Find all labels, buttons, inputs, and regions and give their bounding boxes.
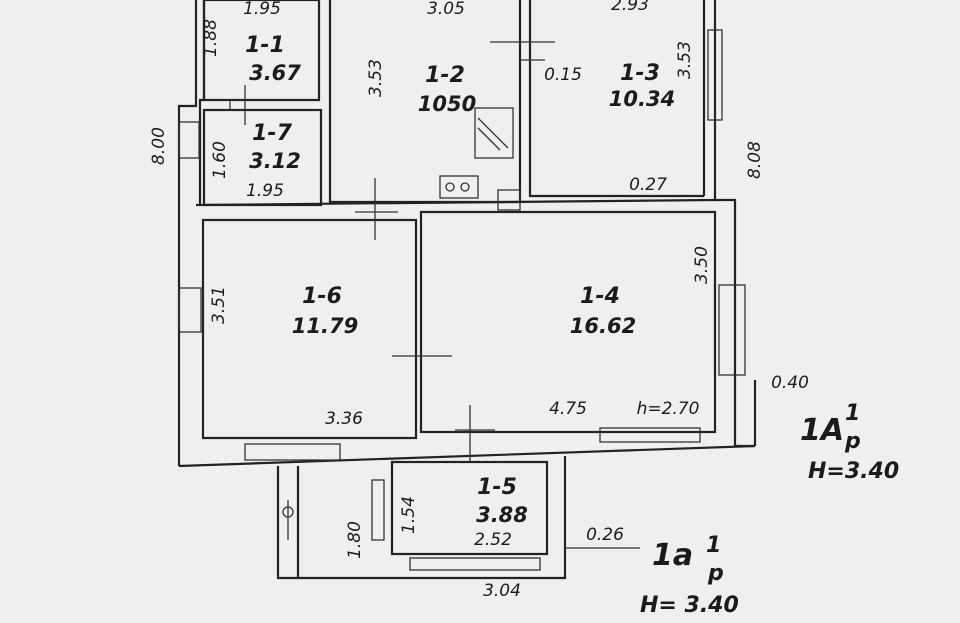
flue [497, 189, 521, 211]
note-upper-height: Н=3.40 [808, 459, 899, 484]
staircase [474, 107, 514, 159]
room-1-6-dim-side: 3.51 [209, 286, 229, 324]
room-1-4-outline [419, 210, 717, 434]
room-1-3-dim-bottom: 0.27 [629, 175, 667, 195]
note-lower-sup: 1 [706, 533, 721, 558]
stove [439, 175, 479, 199]
windows [178, 29, 746, 461]
note-upper-sub: р [844, 429, 861, 454]
note-upper-sup: 1 [845, 401, 860, 426]
bottom-exterior-wall [178, 444, 756, 468]
right-total-dim: 8.08 [745, 141, 765, 179]
room-1-6-dim-bottom: 3.36 [325, 409, 363, 429]
left-exterior-wall [177, 0, 198, 466]
room-1-7-dim-bottom: 1.95 [246, 181, 284, 201]
room-1-3-area: 10.34 [609, 87, 675, 111]
note-lower-code: 1а [652, 538, 693, 573]
room-1-7-id: 1-7 [252, 121, 292, 146]
room-1-4-dim-side: 3.50 [692, 246, 712, 284]
note-lower-sub: р [707, 561, 724, 586]
room-1-4-area: 16.62 [570, 314, 636, 338]
right-wall-dim: 0.40 [771, 373, 809, 393]
room-1-7-area: 3.12 [249, 149, 301, 173]
room-1-5-area: 3.88 [476, 503, 528, 527]
lower-rooms [201, 210, 717, 440]
room-1-5: 1.54 1-5 3.88 2.52 [399, 475, 528, 550]
entrance-arrow-icon [282, 500, 294, 540]
room-1-3: 2.93 0.15 3.53 1-3 10.34 0.27 [544, 0, 695, 195]
room-1-3-outline [528, 0, 704, 198]
room-1-2-dim-top: 3.05 [427, 0, 465, 19]
room-1-5-id: 1-5 [477, 475, 517, 500]
upper-rooms [195, 0, 716, 207]
room-1-1-id: 1-1 [245, 33, 285, 58]
note-upper: 1А 1 р Н=3.40 [800, 401, 899, 484]
room-1-2-dim-side: 3.53 [366, 59, 386, 97]
note-lower: 1а 1 р Н= 3.40 [640, 533, 739, 618]
room-1-4: 3.50 1-4 16.62 4.75 h=2.70 [549, 246, 712, 419]
room-1-3-dim-top: 2.93 [611, 0, 649, 15]
door-marks [229, 41, 555, 462]
room-1-6-outline [201, 218, 418, 440]
room-1-1-dim-side: 1.88 [201, 19, 221, 57]
room-1-2-area: 1050 [418, 92, 476, 116]
room-1-2-id: 1-2 [425, 63, 465, 88]
room-1-3-dim-inner: 0.15 [544, 65, 582, 85]
room-1-7-dim-side: 1.60 [210, 141, 230, 179]
porch-outline [276, 456, 567, 580]
room-1-3-id: 1-3 [620, 61, 660, 86]
overall-dimensions: 8.00 8.08 0.40 1.80 3.04 0.26 [149, 127, 809, 601]
room-1-5-dim-side: 1.54 [399, 496, 419, 534]
room-1-4-dim-bottom: 4.75 [549, 399, 587, 419]
mid-horizontal-wall [195, 198, 716, 207]
room-1-1-outline [202, 0, 321, 102]
room-1-6-area: 11.79 [292, 314, 358, 338]
right-exterior-wall [713, 0, 755, 448]
room-1-5-dim-bottom: 2.52 [474, 530, 512, 550]
room-1-1-dim-top: 1.95 [243, 0, 281, 19]
room-1-6-id: 1-6 [302, 284, 342, 309]
room-1-4-id: 1-4 [580, 284, 620, 309]
porch-side-dim: 1.80 [345, 521, 365, 559]
left-total-dim: 8.00 [149, 127, 169, 165]
stair-and-stove [439, 107, 521, 211]
room-1-3-dim-side: 3.53 [675, 41, 695, 79]
room-1-1: 1.95 1.88 1-1 3.67 [201, 0, 301, 85]
room-1-1-area: 3.67 [249, 61, 301, 85]
porch-width-dim: 3.04 [483, 581, 521, 601]
note-lower-height: Н= 3.40 [640, 593, 739, 618]
room-1-2: 3.05 3.53 1-2 1050 [366, 0, 476, 116]
porch-wall-dim: 0.26 [586, 525, 624, 545]
room-1-6: 3.51 1-6 11.79 3.36 [209, 284, 363, 429]
note-upper-code: 1А [800, 413, 844, 448]
room-1-4-height: h=2.70 [637, 399, 700, 419]
room-1-7: 1.60 1-7 3.12 1.95 [210, 121, 301, 201]
